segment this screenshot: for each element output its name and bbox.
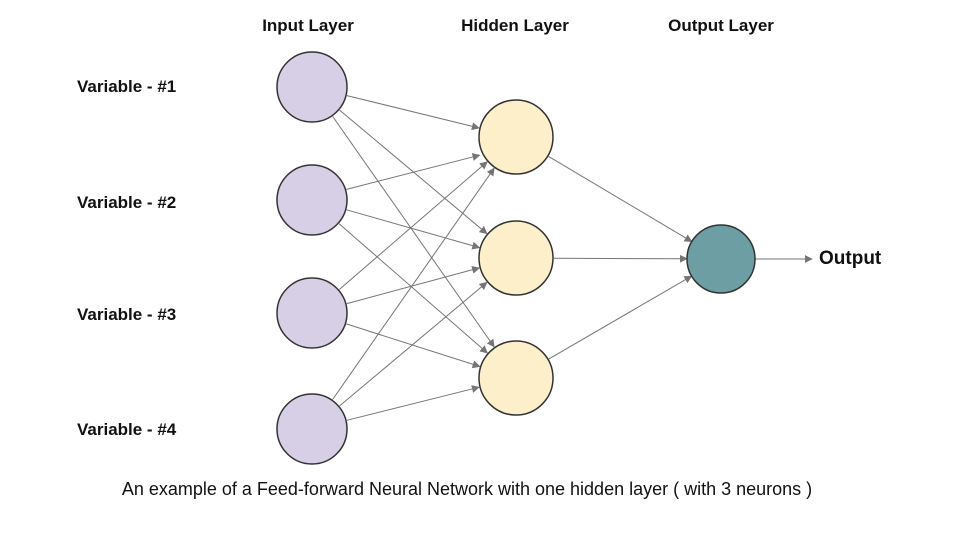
input-layer-header: Input Layer — [262, 16, 354, 35]
output-layer-header: Output Layer — [668, 16, 774, 35]
edge-i2-h3 — [338, 223, 489, 354]
variable-label-4: Variable - #4 — [77, 420, 177, 439]
edge-i4-h1 — [332, 167, 495, 400]
variable-label-2: Variable - #2 — [77, 193, 177, 212]
hidden-node-1 — [478, 99, 554, 175]
input-node-3 — [276, 277, 348, 349]
edge-i3-h3 — [346, 323, 481, 369]
nodes — [276, 51, 756, 465]
edges-input-to-hidden — [332, 95, 495, 421]
hidden-layer-header: Hidden Layer — [461, 16, 569, 35]
edges-hidden-to-output — [548, 155, 693, 360]
output-node-1 — [686, 224, 756, 294]
input-node-4 — [276, 393, 348, 465]
edge-h2-o1 — [553, 254, 688, 263]
edge-i3-h1 — [338, 161, 488, 290]
hidden-node-3 — [478, 340, 554, 416]
edge-i2-h2 — [346, 209, 481, 250]
variable-label-3: Variable - #3 — [77, 305, 177, 324]
edge-h1-o1 — [548, 155, 693, 243]
input-node-1 — [276, 51, 348, 123]
edge-i3-h2 — [346, 265, 481, 305]
edge-i4-h3 — [346, 385, 480, 421]
edge-i4-h2 — [339, 281, 488, 407]
hidden-node-2 — [478, 220, 554, 296]
output-label: Output — [819, 248, 882, 269]
edge-i1-h3 — [332, 116, 495, 348]
input-node-2 — [276, 164, 348, 236]
edge-h3-o1 — [548, 275, 693, 360]
caption-text: An example of a Feed-forward Neural Netw… — [121, 479, 813, 499]
edge-i2-h1 — [346, 153, 481, 190]
variable-label-1: Variable - #1 — [77, 77, 177, 96]
edge-i1-h1 — [346, 95, 480, 131]
